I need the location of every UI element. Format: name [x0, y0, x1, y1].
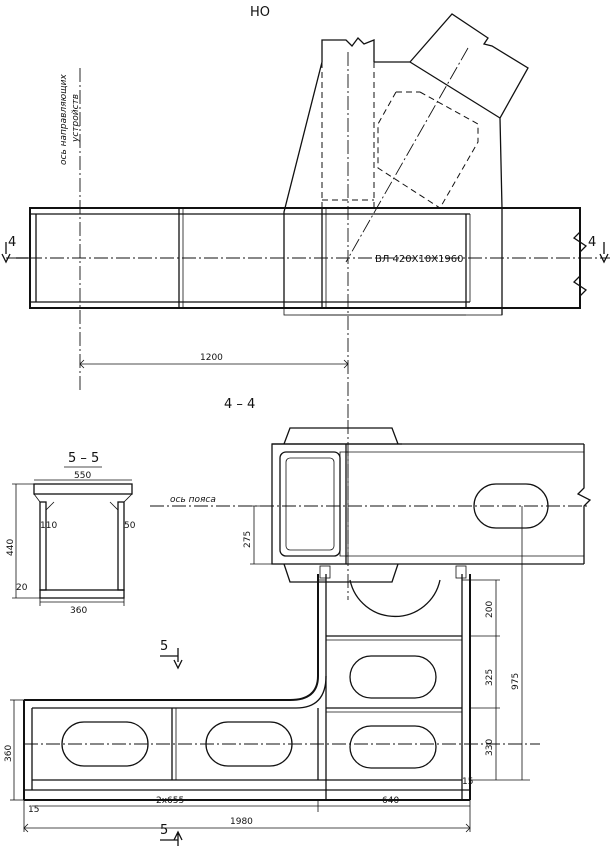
leg-slot	[349, 725, 437, 769]
dim-15-right: 15	[462, 777, 473, 787]
section-mark-4-left: 4	[8, 235, 16, 250]
dim-275: 275	[243, 531, 253, 548]
top-elevation-view	[1, 13, 610, 420]
leg-slot	[349, 655, 437, 699]
chord-axis-label: ось пояса	[170, 495, 216, 505]
bottom-flange	[39, 589, 125, 599]
dim-975: 975	[511, 673, 521, 690]
section-4-4-view	[10, 420, 592, 846]
right-web	[117, 501, 125, 591]
dim-200: 200	[485, 601, 495, 618]
dim-1980: 1980	[230, 817, 253, 827]
half-round-cutout	[349, 579, 441, 618]
left-web	[39, 501, 47, 591]
section-title-5-5: 5 – 5	[68, 451, 99, 466]
header-label: НО	[250, 5, 270, 20]
section-5-5-view	[12, 479, 133, 606]
section-mark-5-top: 5	[160, 639, 168, 654]
dim-360-side: 360	[4, 745, 14, 762]
guides-axis-label-line2: устройств	[71, 94, 81, 143]
dim-360-section: 360	[70, 606, 87, 616]
section-mark-4-right: 4	[588, 235, 596, 250]
part-label: ВЛ 420Х10Х1960	[375, 254, 464, 265]
dim-110: 110	[40, 521, 57, 531]
vertical-branch	[283, 37, 375, 308]
section-mark-5-bottom: 5	[160, 823, 168, 838]
dim-325: 325	[485, 669, 495, 686]
inclined-axis	[345, 47, 469, 263]
section-title-4-4: 4 – 4	[224, 397, 255, 412]
dim-50: 50	[124, 521, 136, 531]
inclined-branch	[409, 13, 529, 209]
dim-440: 440	[6, 539, 16, 556]
guides-axis-label-line1: ось направляющих	[59, 73, 69, 165]
dim-550: 550	[74, 471, 91, 481]
dim-640: 640	[382, 796, 399, 806]
top-flange	[33, 483, 133, 495]
dim-2x655: 2х655	[156, 796, 184, 806]
break-line-right	[572, 208, 588, 308]
dim-20: 20	[16, 583, 28, 593]
dim-15-left: 15	[28, 805, 39, 815]
dim-330: 330	[485, 739, 495, 756]
dim-1200: 1200	[200, 353, 223, 363]
